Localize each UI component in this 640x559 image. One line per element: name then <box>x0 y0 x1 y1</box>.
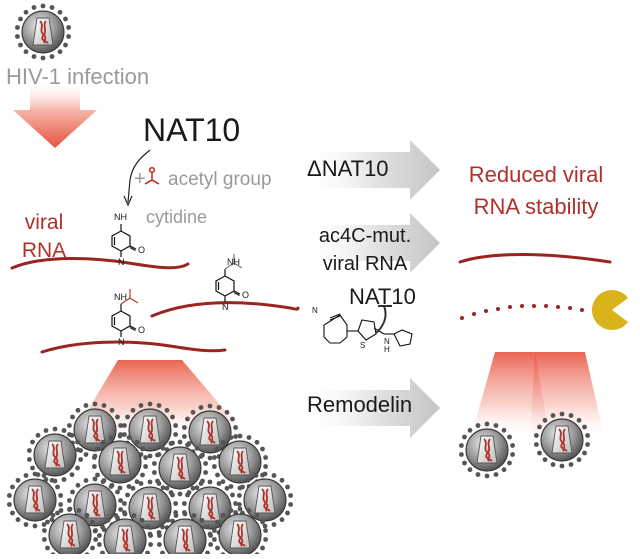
virion-top <box>14 2 72 62</box>
hydrazone-h-atom: H <box>384 345 390 354</box>
arrow-remodelin <box>300 378 440 438</box>
arrow-ac4c <box>300 213 440 273</box>
rna-strand-3 <box>40 340 227 354</box>
outcome-label-line1: Reduced viral <box>468 162 604 187</box>
nat10-label: NAT10 <box>143 112 241 148</box>
outcome-label-line2: RNA stability <box>473 194 599 219</box>
o-atom-1: O <box>138 245 146 255</box>
cytidine-structure-3 <box>111 303 137 338</box>
o-atom-3: O <box>138 325 146 335</box>
n-atom-3: N <box>118 337 125 347</box>
cytidine-structure-2 <box>215 268 241 303</box>
n-atom-2: N <box>222 302 229 312</box>
plus-sign: + <box>134 168 146 190</box>
right-cone-2 <box>530 352 605 440</box>
ac4c-label-line1: ac4C-mut. <box>318 225 412 247</box>
arrow-delta-nat10 <box>300 140 440 200</box>
infection-arrow <box>13 80 97 148</box>
right-cone-1 <box>470 352 550 440</box>
rna-strand-1 <box>10 257 190 270</box>
cytidine-label: cytidine <box>146 207 208 227</box>
acetyl-substituent-3 <box>120 289 139 305</box>
cyano-n-atom: N <box>312 306 318 315</box>
acetyl-icon <box>144 166 160 185</box>
pacman-degradation-icon <box>592 289 628 330</box>
thiazole-s-atom: S <box>360 341 366 350</box>
viral-rna-label-line1: viral <box>24 211 64 234</box>
acetyl-substituent-2 <box>224 254 243 270</box>
rna-strand-2 <box>150 301 300 318</box>
o-atom-2: O <box>242 290 250 300</box>
cytidine-structure-1 <box>111 223 137 258</box>
viral-rna-label-line2: RNA <box>21 239 67 262</box>
ac4c-label-line2: viral RNA <box>322 253 408 275</box>
nh-atom-3: NH <box>114 292 127 302</box>
nat10-inhibitor-target-label: NAT10 <box>349 284 416 309</box>
nat10-curved-arrow <box>127 149 151 203</box>
remodelin-label: Remodelin <box>307 392 413 417</box>
rna-strand-intact <box>458 253 612 264</box>
inhibition-bar <box>375 305 392 334</box>
infection-label: HIV-1 infection <box>6 64 150 89</box>
nh-atom-1: NH <box>114 212 127 222</box>
rna-degraded-dots <box>460 304 584 320</box>
n-atom-1: N <box>118 257 125 267</box>
acetyl-group-label: acetyl group <box>168 169 272 190</box>
virion-cluster <box>6 400 294 559</box>
nh-atom-2: NH <box>227 257 240 267</box>
remodelin-structure <box>323 313 413 347</box>
delta-nat10-label: ΔNAT10 <box>307 156 389 181</box>
hydrazone-n-atom: N <box>384 337 390 346</box>
